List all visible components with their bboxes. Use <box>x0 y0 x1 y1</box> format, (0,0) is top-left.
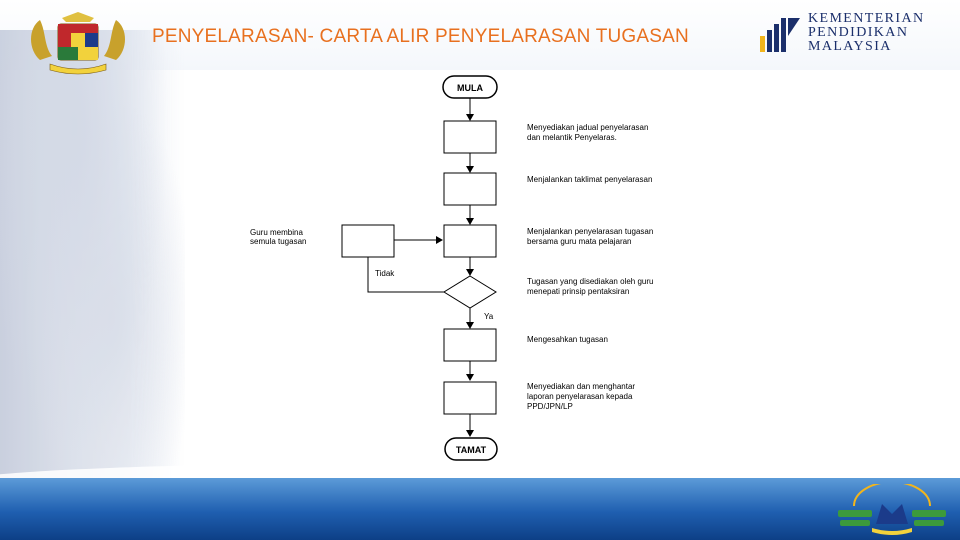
flow-connectors <box>367 97 474 437</box>
flow-box-3 <box>443 224 497 258</box>
step-1-line-2: dan melantik Penyelaras. <box>527 133 617 142</box>
flow-box-6 <box>443 381 497 415</box>
flow-yes-label: Ya <box>484 312 494 321</box>
flow-box-5 <box>443 328 497 362</box>
coat-of-arms-icon <box>31 12 125 75</box>
step-6-line-3: PPD/JPN/LP <box>527 402 573 411</box>
flow-start: MULA <box>442 75 498 99</box>
ministry-logo: KEMENTERIAN PENDIDIKAN MALAYSIA <box>758 12 958 56</box>
ministry-line-2: PENDIDIKAN <box>808 25 909 40</box>
step-1-line-1: Menyediakan jadual penyelarasan <box>527 123 648 132</box>
bottom-band <box>0 478 960 540</box>
flow-end: TAMAT <box>444 437 498 461</box>
flow-side-note-line-2: semula tugasan <box>250 237 306 246</box>
step-2-line-1: Menjalankan taklimat penyelarasan <box>527 175 652 184</box>
step-4-line-2: menepati prinsip pentaksiran <box>527 287 629 296</box>
ministry-name: KEMENTERIAN PENDIDIKAN MALAYSIA <box>808 12 925 54</box>
step-6-line-1: Menyediakan dan menghantar <box>527 382 635 391</box>
lembaga-peperiksaan-emblem-icon <box>838 484 946 535</box>
step-3-line-2: bersama guru mata pelajaran <box>527 237 632 246</box>
decorative-photo-collage <box>0 30 185 510</box>
flow-box-2 <box>443 172 497 206</box>
step-6-line-2: laporan penyelarasan kepada <box>527 392 633 401</box>
flow-box-1 <box>443 120 497 154</box>
flow-side-note-line-1: Guru membina <box>250 228 303 237</box>
step-3-line-1: Menjalankan penyelarasan tugasan <box>527 227 653 236</box>
page-title: PENYELARASAN- CARTA ALIR PENYELARASAN TU… <box>152 26 689 47</box>
flow-box-rework <box>341 224 395 258</box>
flow-end-label: TAMAT <box>456 445 487 455</box>
step-5-line-1: Mengesahkan tugasan <box>527 335 608 344</box>
flow-no-label: Tidak <box>375 269 395 278</box>
step-4-line-1: Tugasan yang disediakan oleh guru <box>527 277 653 286</box>
kpm-logo-icon <box>760 18 800 52</box>
ministry-line-1: KEMENTERIAN <box>808 11 925 26</box>
flow-start-label: MULA <box>457 83 483 93</box>
flow-decision <box>443 275 497 309</box>
ministry-line-3: MALAYSIA <box>808 39 892 54</box>
